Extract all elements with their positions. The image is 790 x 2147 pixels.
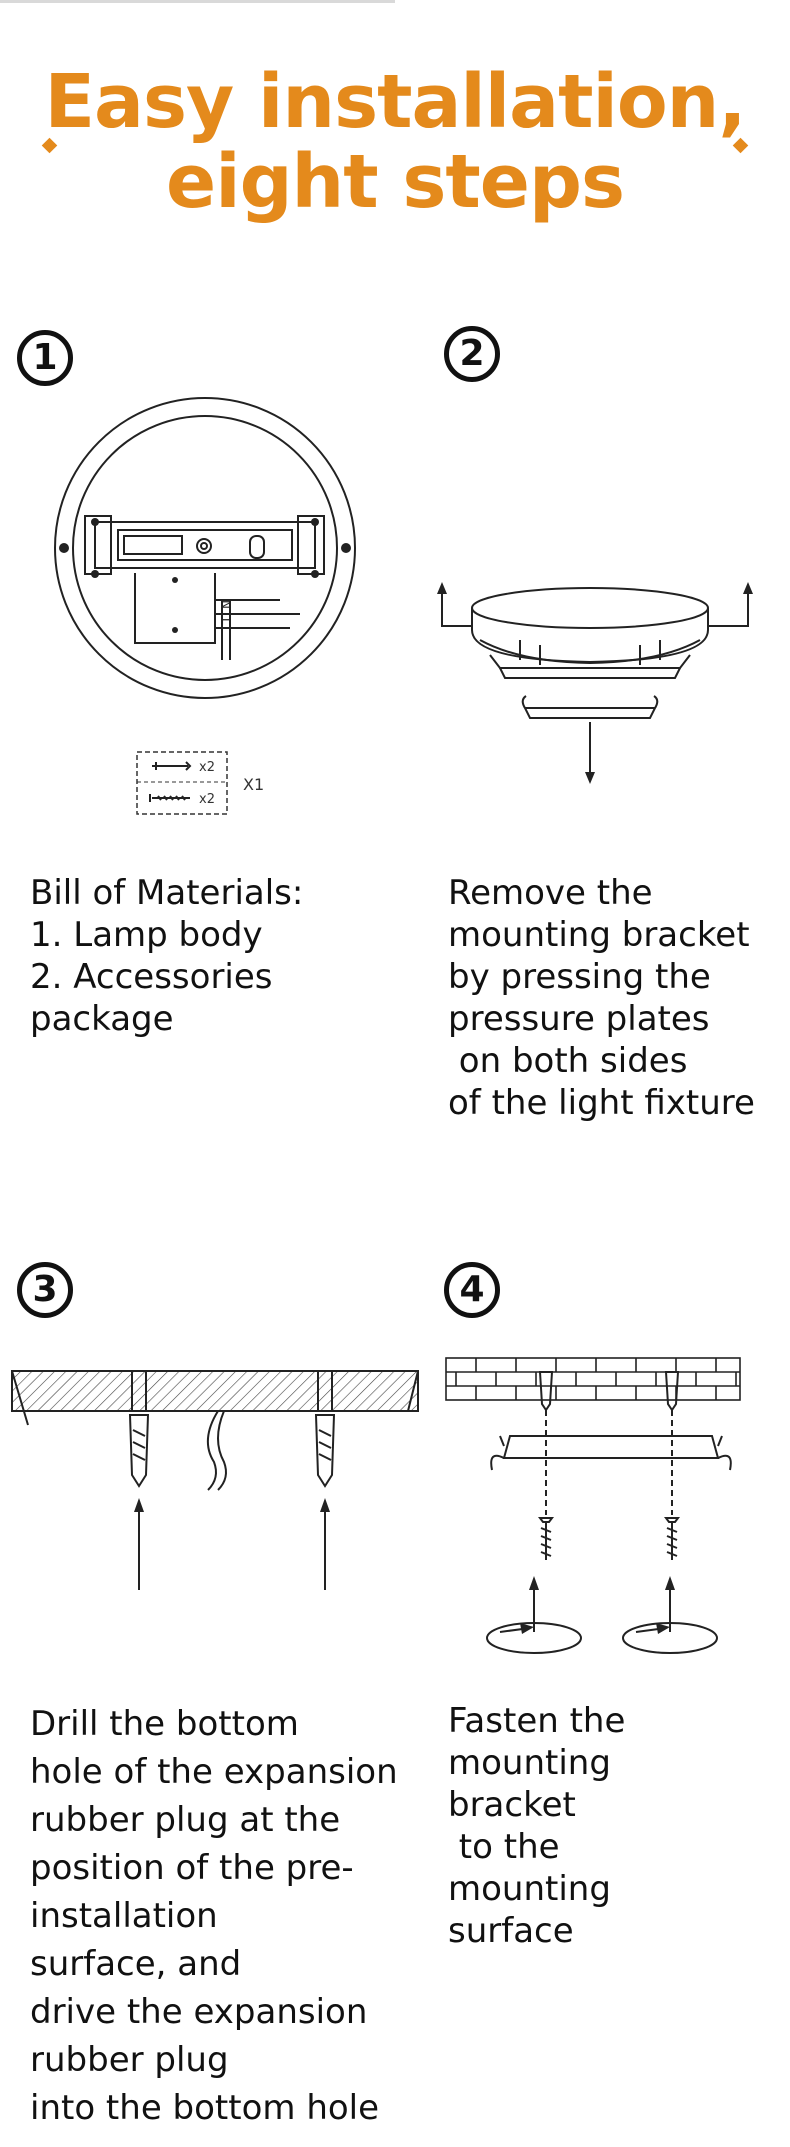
top-divider: [0, 0, 395, 3]
step-1-description: Bill of Materials: 1. Lamp body 2. Acces…: [30, 873, 304, 1039]
live-terminal-label: L: [219, 618, 233, 625]
kit-count-label: X1: [243, 775, 264, 794]
anchor-count-label: x2: [199, 792, 215, 807]
neutral-terminal-label: N: [219, 600, 233, 609]
step-4-number: 4: [444, 1262, 500, 1318]
page-title: Easy installation, eight steps: [0, 62, 790, 222]
step-3-number: 3: [17, 1262, 73, 1318]
accessories-kit: x2 x2 X1: [136, 751, 264, 815]
step-2-description: Remove the mounting bracket by pressing …: [448, 873, 755, 1123]
step-1-number: 1: [17, 330, 73, 386]
step-3-description: Drill the bottom hole of the expansion r…: [30, 1704, 398, 2128]
screw-count-label: x2: [199, 760, 215, 775]
step-4-description: Fasten the mounting bracket to the mount…: [448, 1701, 626, 1951]
step-2-number: 2: [444, 326, 500, 382]
title-line-2: eight steps: [166, 139, 625, 225]
title-line-1: Easy installation,: [44, 59, 747, 145]
